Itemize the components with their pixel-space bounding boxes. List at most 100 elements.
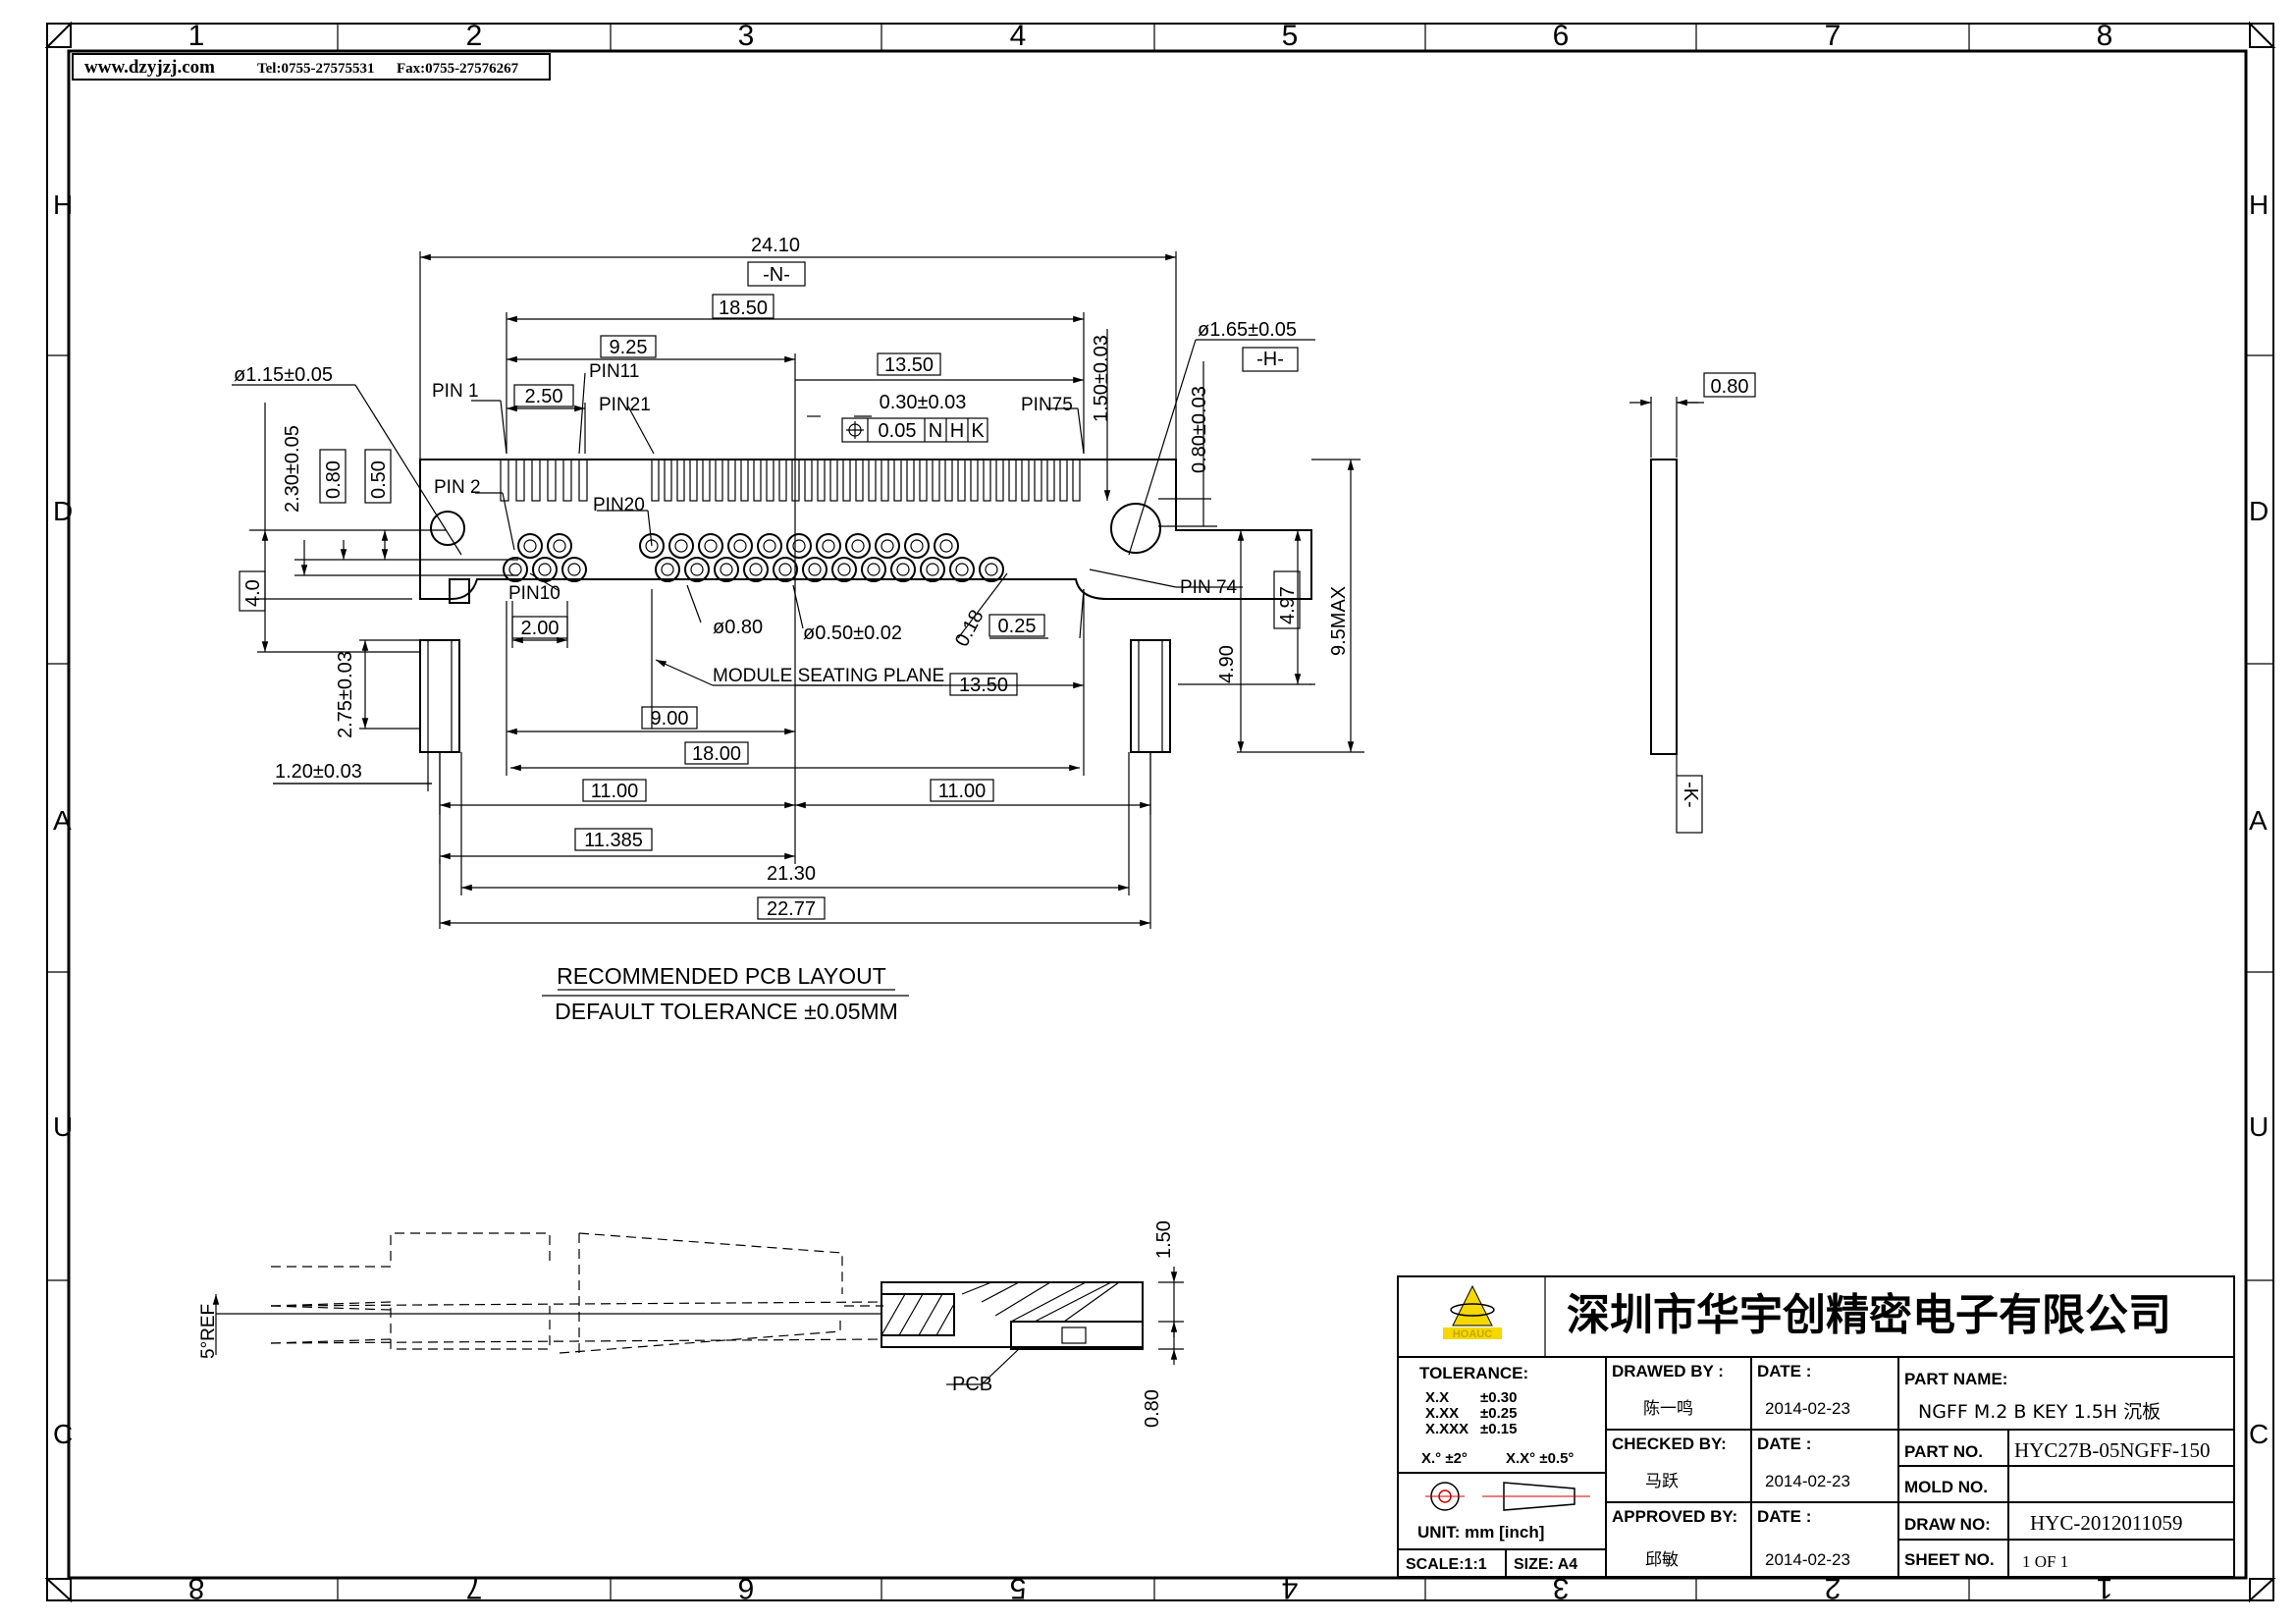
pad-hole: [727, 533, 753, 559]
part-no-value: HYC27B-05NGFF-150: [2014, 1438, 2211, 1462]
pad-hole: [920, 557, 945, 582]
approved-by-name: 邱敏: [1645, 1550, 1679, 1569]
pad-hole: [655, 557, 680, 582]
pad-hole: [979, 557, 1004, 582]
scale-label: SCALE:1:1: [1406, 1556, 1487, 1573]
corner-mark-bl: [44, 1578, 72, 1603]
contact-pin: [1072, 459, 1081, 502]
contact-pin: [881, 459, 889, 502]
part-name-value: NGFF M.2 B KEY 1.5H 沉板: [1918, 1401, 2161, 1423]
dim-0-18: 0.18: [951, 607, 988, 651]
corner-mark-br: [2249, 1578, 2276, 1603]
zone-left-d: D: [53, 496, 73, 526]
pad-hole: [816, 533, 841, 559]
zone-top-3: 3: [738, 20, 755, 52]
pad-hole: [786, 533, 812, 559]
pad-hole: [503, 557, 528, 582]
label-pin-20: PIN20: [593, 495, 645, 515]
contact-pin: [562, 459, 572, 502]
contact-pin: [778, 459, 787, 502]
pad-hole: [875, 533, 900, 559]
zone-top-8: 8: [2097, 20, 2113, 52]
pad-hole: [890, 557, 916, 582]
label-pin-10: PIN10: [508, 583, 561, 604]
contact-pin: [547, 459, 557, 502]
approved-by-label: APPROVED BY:: [1612, 1507, 1737, 1526]
layout-title: RECOMMENDED PCB LAYOUT: [557, 963, 886, 989]
pad-drill: [733, 539, 747, 553]
label-pin-75: PIN75: [1021, 395, 1073, 415]
contact-pin: [868, 459, 877, 502]
dim-2-50: 2.50: [525, 386, 563, 407]
datum-h: -H-: [1256, 349, 1284, 370]
zone-bottom-3: 3: [1553, 1572, 1570, 1604]
dim-4-90: 4.90: [1216, 645, 1238, 683]
dim-21-30: 21.30: [767, 863, 816, 885]
dim-hole-1-65: ø1.65±0.05: [1198, 319, 1297, 341]
contact-pin: [932, 459, 940, 502]
drawed-by-label: DRAWED BY :: [1612, 1362, 1724, 1380]
label-pin-21: PIN21: [599, 395, 651, 415]
contact-pin: [1008, 459, 1017, 502]
zone-top-4: 4: [1010, 20, 1027, 52]
contact-pin: [715, 459, 723, 502]
dim-11-00-right: 11.00: [938, 781, 987, 802]
dim-0-80-v: 0.80±0.03: [1189, 386, 1210, 473]
mount-hole-right: [1110, 503, 1161, 554]
zone-bottom-6: 6: [738, 1572, 755, 1604]
pad-hole: [949, 557, 975, 582]
pad-drill: [955, 563, 969, 576]
dim-1-50: 1.50±0.03: [1091, 335, 1112, 422]
contact-pin: [1034, 459, 1042, 502]
label-pcb: PCB: [952, 1374, 992, 1395]
dim-9-25: 9.25: [610, 337, 648, 358]
contact-pin: [957, 459, 966, 502]
zone-right-u: U: [2249, 1111, 2269, 1142]
label-pin-2: PIN 2: [434, 477, 481, 498]
tol-val-3: ±0.15: [1480, 1421, 1517, 1437]
projection-symbol-icon: [1425, 1482, 1590, 1511]
zone-ticks: [47, 24, 2273, 1600]
tol-key-1: X.X: [1425, 1389, 1449, 1406]
zone-bottom-4: 4: [1282, 1572, 1299, 1604]
zone-top-1: 1: [188, 20, 205, 52]
dim-hole-0-50: ø0.50±0.02: [803, 623, 902, 644]
contact-pin: [740, 459, 749, 502]
mold-no-label: MOLD NO.: [1904, 1478, 1988, 1496]
zone-top-5: 5: [1282, 20, 1299, 52]
zone-top-2: 2: [466, 20, 483, 52]
contact-pin: [829, 459, 838, 502]
pad-drill: [674, 539, 688, 553]
pad-hole: [743, 557, 769, 582]
pad-drill: [567, 563, 581, 576]
pad-drill: [720, 563, 733, 576]
zone-right-h: H: [2249, 189, 2269, 220]
pad-hole: [773, 557, 798, 582]
pad-drill: [822, 539, 835, 553]
contact-pin: [702, 459, 711, 502]
contact-pin: [817, 459, 826, 502]
sheet-no-label: SHEET NO.: [1904, 1550, 1995, 1569]
section-view: [212, 1232, 1184, 1385]
contact-pin: [893, 459, 902, 502]
dim-4-0: 4.0: [242, 579, 264, 607]
phone-number: Tel:0755-27575531: [257, 61, 374, 77]
fcf-value: 0.05: [879, 420, 917, 442]
website-url: www.dzyjzj.com: [84, 57, 215, 78]
contact-pin: [804, 459, 813, 502]
zone-left-u: U: [53, 1111, 73, 1142]
contact-pin: [651, 459, 660, 502]
dim-9-00: 9.00: [651, 708, 689, 730]
zone-right-d: D: [2249, 496, 2269, 526]
dim-0-25: 0.25: [998, 616, 1037, 637]
pad-hole: [517, 533, 543, 559]
sec-dim-5-ref: 5°REF: [198, 1304, 219, 1359]
tol-val-1: ±0.30: [1480, 1389, 1517, 1406]
pad-drill: [661, 563, 674, 576]
dim-2-75: 2.75±0.03: [335, 651, 356, 738]
sec-dim-0-80: 0.80: [1142, 1389, 1163, 1428]
pad-drill: [645, 539, 659, 553]
pad-drill: [704, 539, 718, 553]
checked-by-label: CHECKED BY:: [1612, 1435, 1727, 1453]
pad-drill: [553, 539, 566, 553]
